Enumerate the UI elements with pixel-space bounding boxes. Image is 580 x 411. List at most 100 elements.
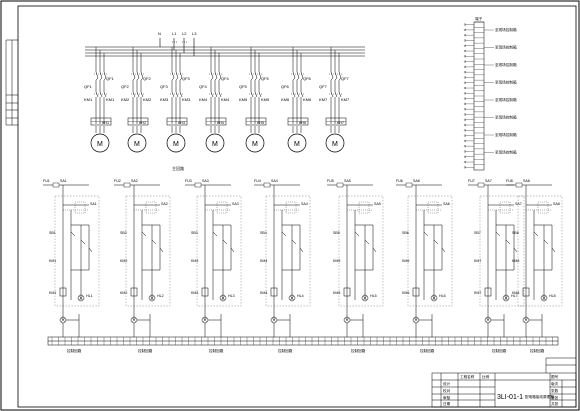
relay-tag: KH7 (337, 121, 344, 125)
terminal-point (463, 76, 467, 79)
breaker-tag: QF6 (281, 84, 290, 89)
segment-caption: 控制回路 (530, 348, 545, 353)
breaker-contact (99, 71, 103, 79)
lamp-cross (523, 317, 529, 323)
segment-caption: 控制回路 (351, 348, 366, 353)
terminal-point (463, 139, 467, 142)
lamp-cross (220, 295, 226, 301)
contactor-tag: KM7 (341, 97, 350, 102)
breaker-contact (296, 71, 300, 79)
selector-switch (74, 201, 86, 214)
start-contact (281, 231, 287, 237)
contactor-coil (270, 287, 278, 297)
main-circuit: QF1KM1QF1KM1KH1MQF2KM2QF2KM2KH2MQF3KM3QF… (84, 47, 350, 153)
phase-wire (250, 77, 254, 81)
contactor-contact (175, 91, 179, 98)
aux-contact (159, 247, 164, 253)
fuse-label: FU8 (506, 179, 513, 183)
breaker-contact (254, 71, 258, 79)
selector-switch (537, 201, 549, 214)
terminal-point (463, 129, 467, 132)
terminal-point (463, 49, 467, 53)
title-sheet-label: 比例 (482, 374, 490, 379)
title-small-cell: 张数 (551, 388, 559, 393)
terminal-annotation: 至现场控制箱 (495, 150, 517, 155)
title-small-cell: 版次 (551, 381, 559, 386)
title-date-label: 日期 (443, 401, 451, 406)
lamp-label: HL6 (439, 294, 446, 298)
lamp-cross (541, 295, 547, 301)
start-label: SB2 (120, 231, 127, 235)
unit-frame (125, 195, 171, 307)
start-label: SB5 (333, 231, 340, 235)
contactor-coil (412, 287, 420, 297)
breaker-contact (132, 71, 136, 79)
contactor-contact (254, 91, 258, 98)
terminal-strip: 端子至现场控制箱至现场控制箱至现场控制箱至现场控制箱至现场控制箱至现场控制箱至现… (463, 16, 517, 171)
terminal-point (463, 71, 467, 74)
phase-wire (179, 77, 183, 81)
aux-contact (433, 239, 439, 245)
breaker-tag: QF3 (160, 84, 169, 89)
fuse-label: FU6 (396, 179, 403, 183)
aux-contact (299, 247, 304, 253)
relay-tag: KH1 (102, 121, 109, 125)
contactor-contact (250, 91, 254, 98)
breaker-contact (140, 71, 144, 79)
unit-frame (407, 195, 453, 307)
coil-label: KM6 (402, 291, 409, 295)
motor-symbol (205, 133, 225, 153)
contactor-contact (300, 91, 304, 98)
phase-wire (136, 77, 140, 81)
phase-wire (330, 77, 334, 81)
segment-caption: 控制回路 (492, 348, 507, 353)
lamp-cross (413, 317, 419, 323)
aux-contact (230, 247, 235, 253)
breaker-contact (171, 71, 175, 79)
contactor-tag: KM3 (182, 97, 191, 102)
relay-tag: KH6 (299, 121, 306, 125)
terminal-point (463, 44, 467, 47)
terminal-point (463, 150, 467, 153)
unit-frame (479, 195, 525, 307)
fuse-symbol (263, 182, 271, 188)
switch-label: SA1 (60, 179, 67, 183)
lamp-label: HL7 (511, 294, 518, 298)
contactor-contact (218, 91, 222, 98)
breaker-tag: QF6 (303, 76, 312, 81)
breaker-contact (179, 71, 183, 79)
phase-wire (103, 77, 107, 81)
breaker-tag: QF5 (239, 84, 248, 89)
breaker-contact (338, 71, 342, 79)
unit-frame (196, 195, 242, 307)
motor-symbol (325, 133, 345, 153)
terminal-annotation: 至现场控制箱 (495, 97, 517, 102)
coil-label: KM3 (191, 259, 198, 263)
switch-label: SA6 (413, 179, 420, 183)
terminal-point (463, 118, 467, 121)
switch-label: SA2 (161, 202, 168, 206)
relay-tag: KH3 (178, 121, 185, 125)
contactor-contact (334, 91, 338, 98)
coil-label: KM6 (402, 259, 409, 263)
lamp-label: HL2 (157, 294, 164, 298)
drawing-number: 3LI-01-1 (497, 394, 523, 401)
contactor-tag: KM5 (261, 97, 270, 102)
contactor-tag: KM6 (303, 97, 312, 102)
lamp-cross (503, 295, 509, 301)
unit-frame (54, 195, 100, 307)
contactor-tag: KM1 (106, 97, 115, 102)
segment-caption: 控制回路 (67, 348, 82, 353)
terminal-point (463, 108, 467, 111)
start-contact (141, 231, 147, 237)
motor-label: M (294, 141, 300, 148)
fuse-symbol (515, 182, 523, 188)
terminal-annotation: 至现场控制箱 (495, 115, 517, 120)
contactor-coil (130, 287, 138, 297)
coil-label: KM2 (120, 259, 127, 263)
